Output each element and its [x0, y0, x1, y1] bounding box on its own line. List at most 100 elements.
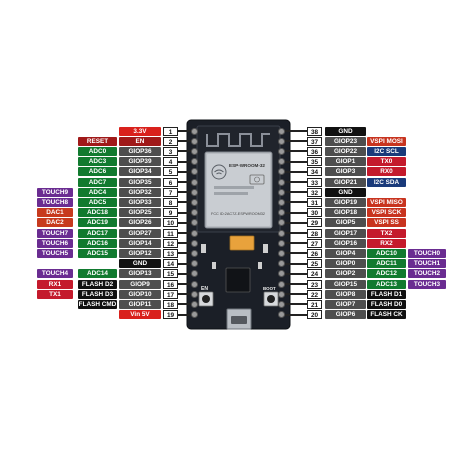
pin-lead [178, 201, 191, 204]
pin-lead [285, 262, 307, 265]
pin-lead [285, 181, 307, 183]
pin-number: 29 [307, 218, 322, 228]
pin-name-label: GIOP35 [119, 177, 161, 187]
pin-name-label: GIOP36 [119, 146, 161, 156]
pin-function-label: ADC7 [78, 177, 117, 187]
pin-alt-function-label: TOUCH2 [408, 269, 446, 279]
pin-number: 16 [163, 279, 178, 289]
pin-function-label: FLASH CMD [78, 299, 117, 309]
usb-connector-icon [226, 308, 252, 330]
header-hole [191, 239, 198, 247]
header-hole [191, 219, 198, 227]
pin-number: 15 [163, 269, 178, 279]
pin-alt-function-label: TOUCH8 [37, 197, 73, 207]
pin-alt-function-label: TOUCH9 [37, 187, 73, 197]
header-hole [191, 209, 198, 217]
pin-function-label: FLASH D1 [367, 289, 406, 299]
pin-lead [178, 130, 191, 132]
pin-lead [178, 221, 191, 224]
pin-function-label: ADC13 [367, 279, 406, 289]
pin-lead [285, 140, 307, 143]
pin-name-label: GIOP21 [325, 177, 366, 187]
pin-name-label: GIOP18 [325, 208, 366, 218]
pin-name-label: GND [325, 187, 366, 197]
cert-mark [249, 174, 265, 185]
header-hole [191, 178, 198, 186]
pin-name-label: GIOP4 [325, 248, 366, 258]
pin-alt-function-label: TOUCH6 [37, 238, 73, 248]
pin-lead [178, 150, 191, 153]
pin-function-label: ADC11 [367, 259, 406, 269]
header-hole [191, 168, 198, 176]
pin-name-label: GIOP25 [119, 208, 161, 218]
pin-name-label: EN [119, 136, 161, 146]
pin-lead [178, 191, 191, 194]
pin-name-label: GIOP16 [325, 238, 366, 248]
pin-function-label: FLASH D0 [367, 299, 406, 309]
pin-lead [285, 252, 307, 255]
pin-number: 12 [163, 238, 178, 248]
header-hole [278, 290, 285, 298]
pin-name-label: GIOP32 [119, 187, 161, 197]
pin-number: 13 [163, 248, 178, 258]
pin-name-label: GIOP0 [325, 259, 366, 269]
pin-name-label: GIOP12 [119, 248, 161, 258]
pin-function-label: I2C SCL [367, 146, 406, 156]
pin-name-label: GIOP8 [325, 289, 366, 299]
pin-number: 19 [163, 310, 178, 320]
pin-lead [178, 262, 191, 265]
pin-lead [285, 283, 307, 285]
pin-number: 38 [307, 126, 322, 136]
pin-name-label: Vin 5V [119, 310, 161, 320]
pin-alt-function-label: TOUCH0 [408, 248, 446, 258]
pin-lead [178, 211, 191, 214]
pin-function-label: ADC14 [78, 269, 117, 279]
pin-lead [285, 242, 307, 245]
header-hole [191, 270, 198, 278]
header-hole [278, 249, 285, 257]
header-hole [278, 158, 285, 166]
pin-lead [178, 181, 191, 183]
antenna-trace [206, 133, 270, 147]
pin-function-label: VSPI SS [367, 218, 406, 228]
pin-name-label: GIOP14 [119, 238, 161, 248]
pin-number: 26 [307, 248, 322, 258]
header-hole [278, 178, 285, 186]
header-hole [278, 209, 285, 217]
header-hole [278, 168, 285, 176]
pin-number: 6 [163, 177, 178, 187]
pin-function-label: VSPI SCK [367, 208, 406, 218]
pin-number: 7 [163, 187, 178, 197]
pin-lead [285, 160, 307, 163]
pin-function-label: TX2 [367, 228, 406, 238]
pin-number: 22 [307, 289, 322, 299]
pin-number: 37 [307, 136, 322, 146]
pin-number: 24 [307, 269, 322, 279]
pin-function-label: ADC10 [367, 248, 406, 258]
pin-name-label: GIOP6 [325, 310, 366, 320]
pin-number: 2 [163, 136, 178, 146]
header-hole [278, 280, 285, 288]
pin-number: 21 [307, 299, 322, 309]
pin-alt-function-label: TOUCH7 [37, 228, 73, 238]
pin-name-label: GND [325, 126, 366, 136]
pin-number: 28 [307, 228, 322, 238]
pin-lead [178, 313, 191, 316]
pin-lead [178, 283, 191, 285]
pin-function-label: ADC17 [78, 228, 117, 238]
pin-lead [178, 252, 191, 255]
pin-number: 34 [307, 167, 322, 177]
pin-number: 20 [307, 310, 322, 320]
pin-name-label: GIOP5 [325, 218, 366, 228]
pin-name-label: GIOP7 [325, 299, 366, 309]
pin-name-label: GIOP15 [325, 279, 366, 289]
pin-name-label: GIOP13 [119, 269, 161, 279]
pin-number: 33 [307, 177, 322, 187]
pin-alt-function-label: TOUCH5 [37, 248, 73, 258]
pin-alt-function-label: TOUCH4 [37, 269, 73, 279]
pin-lead [285, 191, 307, 194]
pin-number: 10 [163, 218, 178, 228]
pin-alt-function-label: TOUCH3 [408, 279, 446, 289]
pin-function-label: FLASH D3 [78, 289, 117, 299]
